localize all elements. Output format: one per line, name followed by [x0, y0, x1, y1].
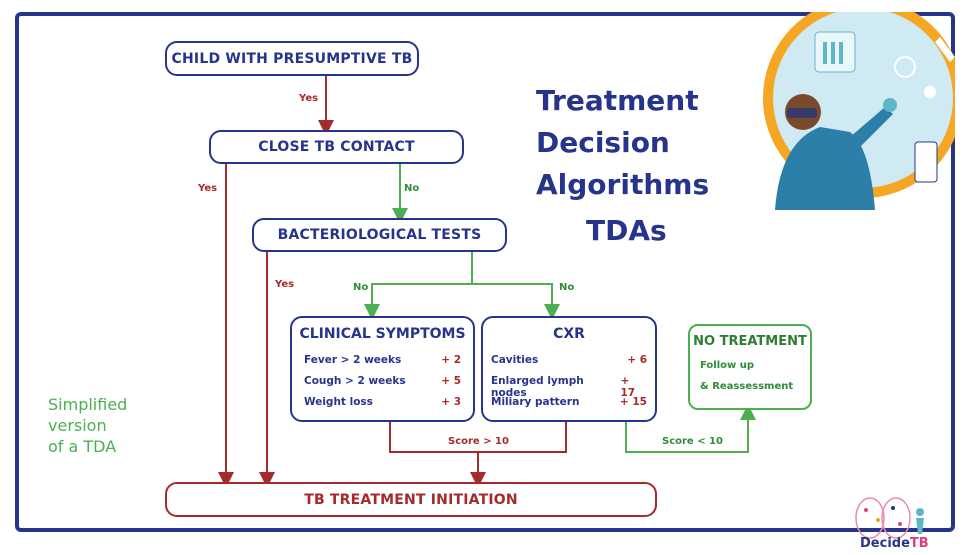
cxr-row: Enlarged lymph nodes + 17	[491, 375, 647, 399]
node-child-presumptive-tb: CHILD WITH PRESUMPTIVE TB	[165, 41, 419, 76]
clinical-symptoms-title: CLINICAL SYMPTOMS	[299, 326, 466, 342]
row-label: Enlarged lymph nodes	[491, 375, 584, 399]
decidetb-logo	[855, 497, 924, 539]
row-label: Cough > 2 weeks	[304, 375, 406, 387]
logo-text-a: Decide	[860, 536, 910, 551]
edge-label-no-left: No	[353, 282, 369, 293]
cxr-title: CXR	[553, 326, 585, 342]
no-treatment-line2: & Reassessment	[700, 381, 794, 392]
lab-illustration	[763, 12, 955, 210]
logo-text-b: TB	[909, 536, 929, 551]
side-note-line3: of a TDA	[48, 437, 117, 456]
node-close-tb-contact: CLOSE TB CONTACT	[209, 130, 464, 164]
no-treatment-line1: Follow up	[700, 360, 755, 371]
row-points: + 17	[620, 375, 636, 399]
edge-bact-split	[364, 252, 473, 320]
edge-score-low	[625, 404, 756, 453]
side-note-line2: version	[48, 416, 107, 435]
row-points: + 5	[441, 375, 461, 387]
heading-line3: Algorithms	[536, 168, 710, 201]
row-points: + 15	[619, 396, 647, 408]
cxr-panel: CXR Cavities + 6 Enlarged lymph nodes + 17…	[481, 316, 657, 422]
side-note-line1: Simplified	[48, 395, 128, 414]
row-points: + 3	[441, 396, 461, 408]
cxr-row: Cavities + 6	[491, 354, 647, 366]
edge-label-yes: Yes	[299, 93, 319, 104]
clinical-symptoms-panel: CLINICAL SYMPTOMS Fever > 2 weeks + 2 Cou…	[290, 316, 475, 422]
no-treatment-box: NO TREATMENT Follow up & Reassessment	[688, 324, 812, 410]
edge-label-no-right: No	[559, 282, 575, 293]
clinical-row: Fever > 2 weeks + 2	[304, 354, 461, 366]
edge-label-yes-contact: Yes	[198, 183, 218, 194]
row-label: Weight loss	[304, 396, 373, 408]
row-label: Cavities	[491, 354, 539, 366]
edge-split-cxr	[472, 283, 560, 320]
edge-label-score-low: Score < 10	[662, 436, 723, 447]
row-label: Fever > 2 weeks	[304, 354, 402, 366]
side-note: Simplified version of a TDA	[48, 394, 127, 457]
edge-label-score-high: Score > 10	[448, 436, 509, 447]
clinical-row: Weight loss + 3	[304, 396, 461, 408]
heading-abbr: TDAs	[586, 214, 667, 247]
heading-line1: Treatment	[536, 84, 699, 117]
heading-title: Treatment Decision Algorithms	[536, 80, 709, 206]
row-label: Miliary pattern	[491, 396, 580, 408]
logo-wordmark: DecideTB	[860, 536, 929, 551]
row-points: + 2	[441, 354, 461, 366]
clinical-row: Cough > 2 weeks + 5	[304, 375, 461, 387]
edge-label-yes-bact: Yes	[275, 279, 295, 290]
cxr-row: Miliary pattern + 15	[491, 396, 647, 408]
node-tb-treatment-initiation: TB TREATMENT INITIATION	[165, 482, 657, 517]
no-treatment-title: NO TREATMENT	[693, 334, 807, 349]
row-points: + 6	[627, 354, 647, 366]
heading-line2: Decision	[536, 126, 670, 159]
node-bacteriological-tests: BACTERIOLOGICAL TESTS	[252, 218, 507, 252]
edge-label-no-contact: No	[404, 183, 420, 194]
